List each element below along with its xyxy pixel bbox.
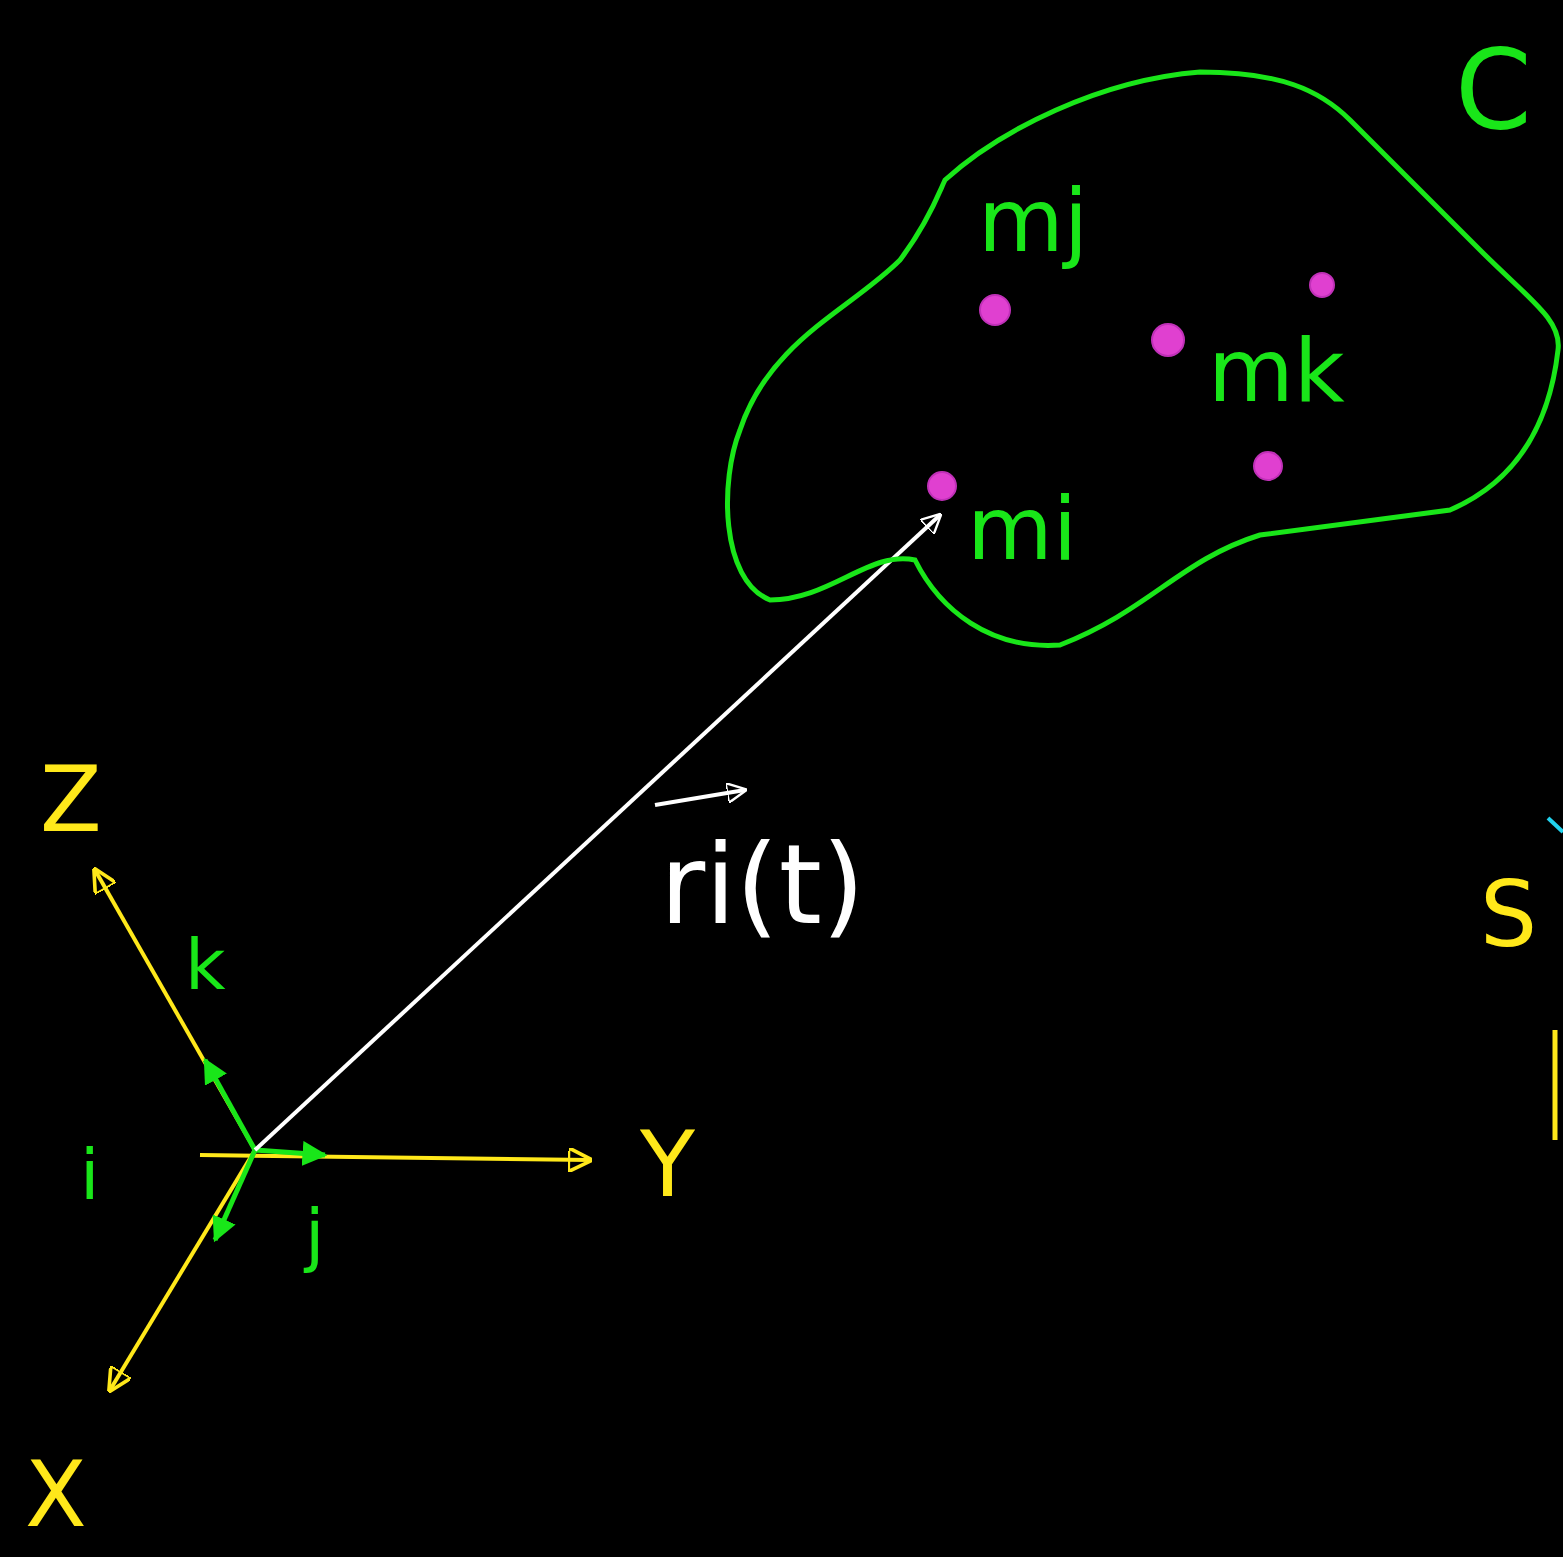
edge-mark — [1548, 818, 1563, 832]
mass-point — [1310, 273, 1334, 297]
mass-point — [928, 472, 956, 500]
unit-vector-label: j — [305, 1200, 324, 1270]
vector-arrow — [655, 790, 745, 805]
mass-label: mj — [978, 177, 1088, 265]
axis-label: Y — [640, 1120, 695, 1210]
mass-label: mk — [1208, 327, 1345, 415]
mass-label: mi — [967, 485, 1077, 573]
edge-mark — [1553, 1030, 1558, 1140]
partial-label: S — [1480, 870, 1537, 960]
rigid-body: mj mk mi — [720, 65, 1563, 655]
unit-vector-j — [255, 1150, 325, 1155]
partial-label: C — [1455, 35, 1532, 145]
body-outline-path — [728, 72, 1559, 645]
vector-label: ri(t) — [660, 830, 865, 940]
axis-label: X — [25, 1450, 87, 1540]
unit-vector-label: i — [80, 1140, 99, 1210]
axis-label: Z — [40, 755, 102, 845]
unit-vector-i — [215, 1150, 255, 1240]
mass-point — [980, 295, 1010, 325]
position-vector — [255, 515, 940, 1150]
body-outline — [720, 65, 1563, 655]
mass-point — [1254, 452, 1282, 480]
unit-vector-label: k — [185, 930, 226, 1000]
x-axis — [110, 1150, 255, 1390]
mass-point — [1152, 324, 1184, 356]
unit-vector-k — [205, 1060, 255, 1150]
y-axis — [200, 1155, 590, 1160]
z-axis — [95, 870, 255, 1150]
